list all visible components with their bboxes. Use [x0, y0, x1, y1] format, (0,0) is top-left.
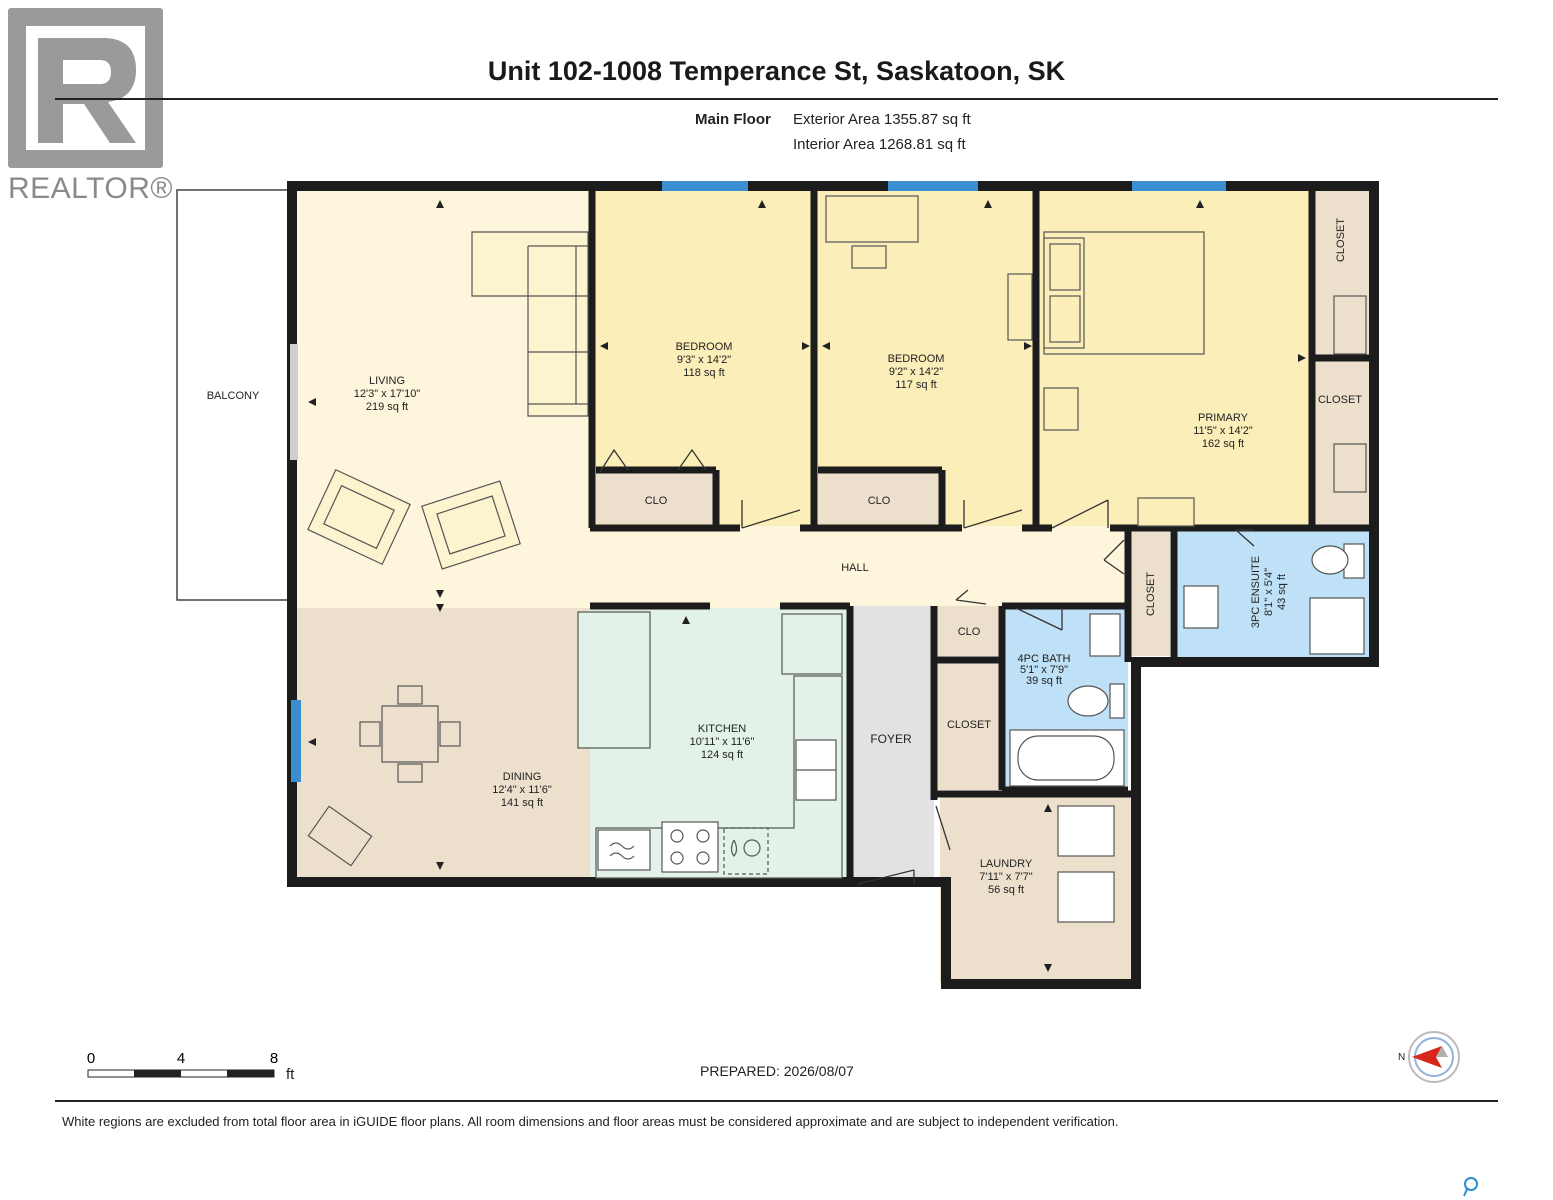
top-divider: [55, 98, 1498, 100]
floor-label: Main Floor: [695, 111, 771, 128]
living-name: LIVING: [369, 375, 405, 387]
balcony-area: [176, 189, 293, 601]
laundry-area: 56 sq ft: [988, 884, 1024, 896]
primary-closet1-fill: [1312, 188, 1372, 358]
windows: [291, 181, 1226, 782]
bottom-divider: [55, 1100, 1498, 1102]
bedroom2-area: 117 sq ft: [895, 379, 936, 391]
bedroom2-name: BEDROOM: [888, 353, 945, 365]
kitchen-dims: 10'11" x 11'6": [690, 736, 755, 748]
sink-icon: [795, 739, 837, 801]
ensuite-name: 3PC ENSUITE: [1250, 556, 1262, 628]
closet-shelves: [1333, 295, 1367, 493]
bedroom1-dims: 9'3" x 14'2": [677, 354, 731, 366]
bath4-dims: 5'1" x 7'9": [1020, 664, 1068, 676]
dining-name: DINING: [503, 771, 542, 783]
scale-tick-4: 4: [177, 1050, 185, 1067]
primary-closet1-label: CLOSET: [1335, 218, 1347, 262]
realtor-logo-text: REALTOR®: [8, 172, 174, 205]
disclaimer-text: White regions are excluded from total fl…: [62, 1114, 1119, 1129]
laundry-name: LAUNDRY: [980, 858, 1033, 870]
microwave-icon: [597, 829, 651, 871]
bedroom1-clo-label: CLO: [645, 495, 668, 507]
laundry-dims: 7'11" x 7'7": [979, 871, 1032, 883]
dining-dims: 12'4" x 11'6": [492, 784, 552, 796]
stove-icon: [661, 821, 719, 873]
kitchen-name: KITCHEN: [698, 723, 746, 735]
living-dims: 12'3" x 17'10": [354, 388, 421, 400]
hall-label: HALL: [841, 562, 869, 574]
primary-name: PRIMARY: [1198, 412, 1249, 424]
bathtub-icon: [1009, 729, 1125, 787]
bed1-clo-fill: [596, 472, 716, 524]
bed-icon: [1043, 231, 1205, 527]
hall-closet-fill: [1130, 530, 1170, 656]
dimension-markers: [308, 200, 1306, 972]
living-area: 219 sq ft: [366, 401, 408, 413]
bed2-clo-fill: [818, 472, 940, 524]
desk-icon: [825, 195, 1033, 341]
primary-area: 162 sq ft: [1202, 438, 1244, 450]
bedroom1-name: BEDROOM: [676, 341, 733, 353]
bedroom1-area: 118 sq ft: [683, 367, 724, 379]
bedroom2-dims: 9'2" x 14'2": [889, 366, 943, 378]
interior-area: Interior Area 1268.81 sq ft: [793, 136, 966, 153]
dryer-icon: [1057, 871, 1115, 923]
bath4-area: 39 sq ft: [1026, 675, 1062, 687]
realtor-logo-icon: [8, 8, 163, 168]
foyer-label: FOYER: [870, 732, 912, 746]
page-title: Unit 102-1008 Temperance St, Saskatoon, …: [487, 56, 1066, 86]
ensuite-dims: 8'1" x 5'4": [1263, 568, 1275, 616]
foyer-closet-fill: [936, 660, 1000, 790]
dining-area: 141 sq ft: [501, 797, 543, 809]
primary-dims: 11'5" x 14'2": [1193, 425, 1253, 437]
bath-sink-icon: [1089, 585, 1219, 657]
svg-text:N: N: [1398, 1052, 1405, 1063]
sofa-icon: [471, 231, 589, 417]
kitchen-area: 124 sq ft: [701, 749, 743, 761]
exterior-area: Exterior Area 1355.87 sq ft: [793, 111, 971, 128]
compass-icon: N: [1398, 1031, 1460, 1083]
foyer-clo-fill: [936, 606, 1000, 656]
shower-icon: [1309, 597, 1365, 655]
bedroom2-clo-label: CLO: [868, 495, 891, 507]
prepared-date: PREPARED: 2026/08/07: [700, 1063, 854, 1079]
exterior-walls: [287, 181, 1379, 989]
foyer-closet-label: CLOSET: [947, 719, 991, 731]
scale-tick-0: 0: [87, 1050, 95, 1067]
foyer-fill: [848, 606, 934, 882]
primary-closet2-fill: [1312, 360, 1372, 526]
scale-tick-8: 8: [270, 1050, 278, 1067]
map-pin-icon: [1463, 1177, 1478, 1197]
ensuite-area: 43 sq ft: [1276, 574, 1288, 610]
balcony-label: BALCONY: [207, 390, 260, 402]
interior-walls: [588, 186, 1374, 882]
bath4-name: 4PC BATH: [1018, 653, 1071, 665]
washer-icon: [1057, 805, 1115, 857]
hall-closet-label: CLOSET: [1145, 572, 1157, 616]
door-swings: [599, 448, 1255, 885]
scale-bar: 0 4 8: [87, 1050, 278, 1078]
toilet-icon: [1067, 543, 1365, 719]
primary-closet2-label: CLOSET: [1318, 394, 1362, 406]
scale-unit: ft: [286, 1066, 295, 1083]
table-icon: [307, 685, 461, 867]
foyer-clo-label: CLO: [958, 626, 981, 638]
fridge-icon: [723, 827, 769, 875]
armchair-icon: [307, 468, 521, 570]
